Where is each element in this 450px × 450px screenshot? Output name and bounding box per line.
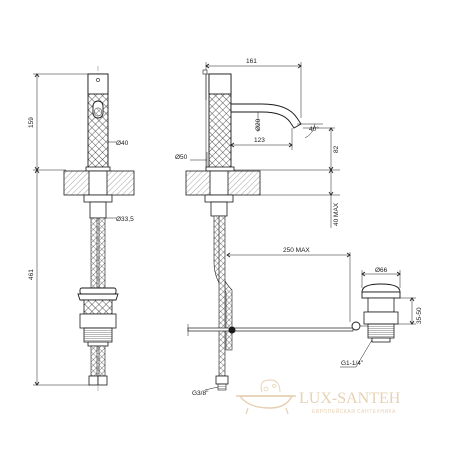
pop-up-rod [187, 327, 354, 332]
dim-side-max-rod: 250 MAX [283, 247, 310, 254]
front-view: 159 461 Ø40 Ø33,5 [28, 66, 135, 392]
front-hose-right [98, 217, 106, 295]
dim-waste-dia: Ø66 [375, 267, 388, 274]
rod-joint-icon [228, 326, 236, 334]
dim-front-height-total: 461 [28, 269, 35, 280]
dim-side-dia-base: Ø50 [175, 154, 188, 161]
waste-detail-view: Ø66 35-50 G1-1/4" [340, 267, 423, 368]
dim-side-spout-offset: 123 [254, 137, 265, 144]
dim-side-max-deck: 40 MAX [333, 202, 340, 226]
dim-waste-thread: G1-1/4" [341, 360, 364, 367]
watermark-brand: LUX-SANTEH [299, 390, 401, 407]
watermark: LUX-SANTEH ЕВРОПЕЙСКАЯ САНТЕХНИКА [236, 379, 401, 415]
dim-side-thread-hose: G3/8" [192, 390, 209, 397]
dim-waste-range: 35-50 [416, 307, 423, 324]
waste-cap [361, 283, 401, 293]
watermark-tagline: ЕВРОПЕЙСКАЯ САНТЕХНИКА [312, 407, 396, 415]
dim-side-spout-height: 82 [333, 145, 340, 153]
dim-side-spout-reach: 161 [246, 58, 257, 65]
bathtub-logo-icon [236, 379, 296, 415]
waste-rod-nut-icon [351, 321, 361, 331]
dim-front-height-upper: 159 [28, 117, 35, 128]
dim-side-angle: 40° [309, 125, 319, 133]
side-view: 161 Ø20 40° 123 82 Ø50 [175, 58, 354, 397]
front-hose-left [90, 217, 98, 295]
front-waste-flange [77, 293, 119, 301]
side-spout [230, 103, 302, 129]
dim-front-dia-body: Ø40 [116, 140, 129, 147]
dim-front-dia-shank: Ø33,5 [116, 216, 134, 223]
dim-side-dia-spout: Ø20 [255, 118, 262, 131]
